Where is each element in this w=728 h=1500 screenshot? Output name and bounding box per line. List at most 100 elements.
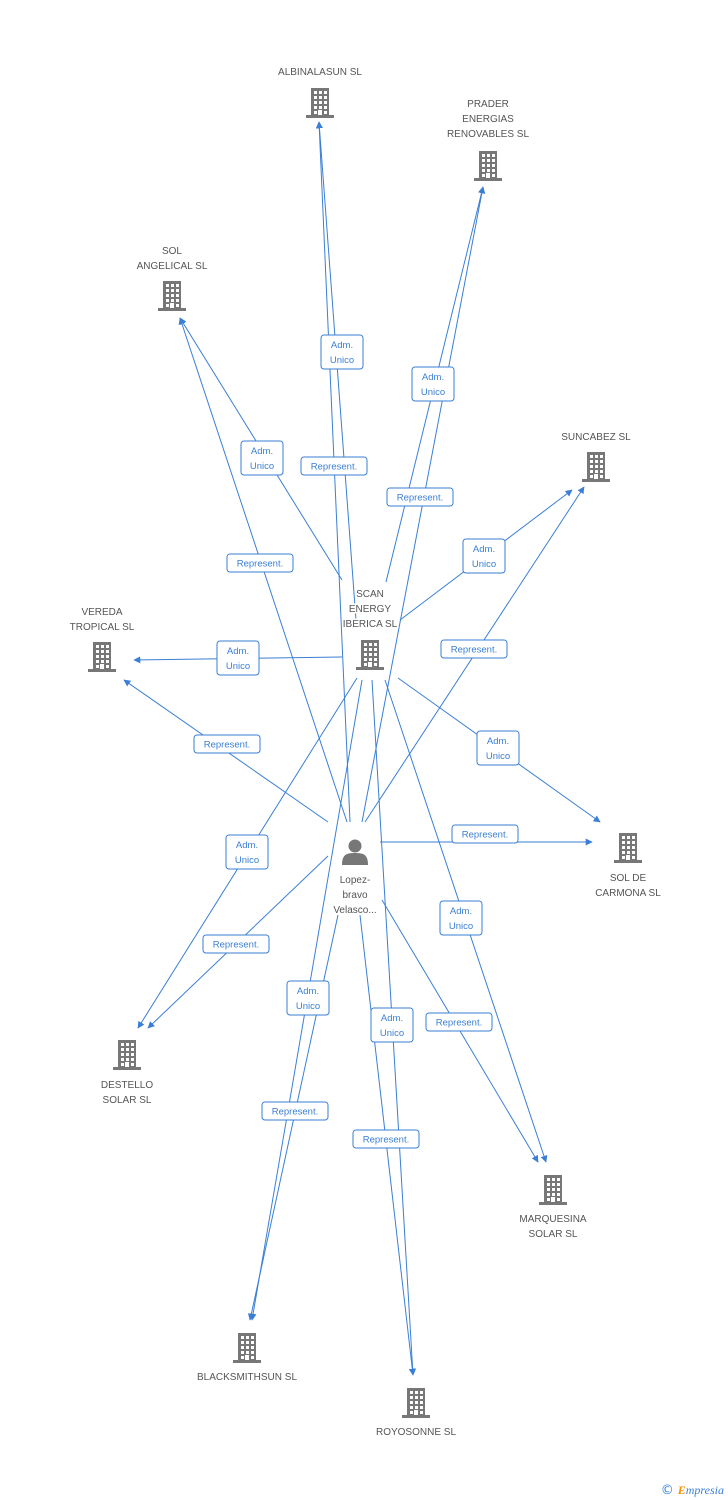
building-icon: [402, 1388, 430, 1418]
building-icon: [306, 88, 334, 118]
edge-label-text: Represent.: [237, 559, 283, 570]
node-label: ROYOSONNE SL: [376, 1427, 456, 1438]
brand-initial: E: [677, 1483, 686, 1497]
edge-label-text: Unico: [421, 387, 445, 398]
person-icon: [342, 839, 368, 865]
edge-label-lopez-to-sol_angelical[interactable]: Represent.: [226, 553, 294, 573]
edge-label-box: [300, 456, 368, 476]
node-label: IBERICA SL: [343, 619, 398, 630]
edge-label-scan-to-royosonne[interactable]: Adm.Unico: [370, 1007, 414, 1043]
building-icon: [88, 642, 116, 672]
edge-label-box: [451, 824, 519, 844]
edge-label-box: [476, 730, 520, 766]
edge-label-scan-to-blacksmithsun[interactable]: Adm.Unico: [286, 980, 330, 1016]
building-icon: [582, 452, 610, 482]
edge-label-text: Adm.: [450, 906, 472, 917]
edge-label-lopez-to-destello[interactable]: Represent.: [202, 934, 270, 954]
edge-label-box: [225, 834, 269, 870]
edge-label-text: Adm.: [381, 1013, 403, 1024]
node-label: SUNCABEZ SL: [561, 432, 631, 443]
edge-label-box: [352, 1129, 420, 1149]
edge-label-text: Represent.: [397, 493, 443, 504]
node-marquesina[interactable]: MARQUESINA SOLAR SL: [518, 1175, 588, 1242]
node-label: ANGELICAL SL: [137, 261, 208, 272]
edge-label-text: Unico: [472, 559, 496, 570]
edge-label-text: Represent.: [363, 1135, 409, 1146]
edge-label-lopez-to-suncabez[interactable]: Represent.: [440, 639, 508, 659]
edge-label-lopez-to-sol_carmona[interactable]: Represent.: [451, 824, 519, 844]
edge-label-text: Adm.: [236, 840, 258, 851]
edge-label-box: [439, 900, 483, 936]
edge-label-text: Represent.: [311, 462, 357, 473]
edge-label-text: Unico: [449, 921, 473, 932]
node-destello[interactable]: DESTELLO SOLAR SL: [99, 1040, 155, 1108]
edge-label-lopez-to-albinalasun[interactable]: Represent.: [300, 456, 368, 476]
node-label: SOL DE: [610, 873, 647, 884]
node-label: ENERGY: [349, 604, 392, 615]
node-label: RENOVABLES SL: [447, 129, 530, 140]
edge-label-lopez-to-prader[interactable]: Represent.: [386, 487, 454, 507]
edge-label-lopez-to-blacksmithsun[interactable]: Represent.: [261, 1101, 329, 1121]
edge-label-text: Unico: [226, 661, 250, 672]
edge-label-scan-to-albinalasun[interactable]: Adm.Unico: [320, 334, 364, 370]
node-albinalasun[interactable]: ALBINALASUN SL: [277, 66, 364, 118]
node-label: PRADER: [467, 99, 509, 110]
node-prader[interactable]: PRADER ENERGIAS RENOVABLES SL: [445, 98, 531, 181]
node-label: MARQUESINA: [519, 1214, 587, 1225]
edge-label-scan-to-destello[interactable]: Adm.Unico: [225, 834, 269, 870]
edge-label-box: [370, 1007, 414, 1043]
edge-label-text: Represent.: [272, 1107, 318, 1118]
edge-label-scan-to-sol_angelical[interactable]: Adm. Unico: [240, 440, 284, 476]
edge-label-box: [226, 553, 294, 573]
node-label: SOLAR SL: [529, 1229, 578, 1240]
node-suncabez[interactable]: SUNCABEZ SL: [560, 431, 633, 482]
node-blacksmithsun[interactable]: BLACKSMITHSUN SL: [195, 1333, 299, 1385]
edge-label-text: Adm.: [251, 446, 273, 457]
node-scan[interactable]: SCAN ENERGY IBERICA SL: [341, 588, 399, 670]
edge-scan-to-albinalasun: [315, 121, 357, 621]
node-label: bravo: [342, 890, 367, 901]
node-label: DESTELLO: [101, 1080, 153, 1091]
edge-label-text: Unico: [250, 461, 274, 472]
node-label: ALBINALASUN SL: [278, 67, 362, 78]
edge-label-lopez-to-royosonne[interactable]: Represent.: [352, 1129, 420, 1149]
edge-label-text: Represent.: [451, 645, 497, 656]
edge-label-lopez-to-marquesina[interactable]: Represent.: [425, 1012, 493, 1032]
edge-label-text: Represent.: [462, 830, 508, 841]
building-icon: [113, 1040, 141, 1070]
edge-label-scan-to-marquesina[interactable]: Adm. Unico: [439, 900, 483, 936]
edge-label-lopez-to-vereda[interactable]: Represent.: [193, 734, 261, 754]
edge-label-box: [386, 487, 454, 507]
node-label: Lopez-: [340, 875, 371, 886]
edge-label-box: [462, 538, 506, 574]
nodes-layer: ALBINALASUN SL PRADER ENERGIAS RENOVABLES S…: [68, 66, 663, 1440]
edge-label-text: Adm.: [422, 372, 444, 383]
edge-label-scan-to-vereda[interactable]: Adm. Unico: [216, 640, 260, 676]
building-icon: [356, 640, 384, 670]
copyright-icon: ©: [660, 1483, 674, 1498]
edge-label-box: [320, 334, 364, 370]
edge-label-text: Adm.: [227, 646, 249, 657]
footer-brand: ©Empresia: [661, 1483, 724, 1498]
edge-label-scan-to-prader[interactable]: Adm. Unico: [411, 366, 455, 402]
edge-label-text: Adm.: [487, 736, 509, 747]
building-icon: [539, 1175, 567, 1205]
building-icon: [158, 281, 186, 311]
node-lopez[interactable]: Lopez-bravoVelasco...: [332, 839, 378, 918]
node-royosonne[interactable]: ROYOSONNE SL: [374, 1388, 458, 1440]
edge-label-scan-to-sol_carmona[interactable]: Adm.Unico: [476, 730, 520, 766]
edge-label-box: [261, 1101, 329, 1121]
edge-label-text: Unico: [330, 355, 354, 366]
node-label: SOLAR SL: [103, 1095, 152, 1106]
node-label: SCAN: [356, 589, 384, 600]
edge-label-box: [240, 440, 284, 476]
brand-name: mpresia: [685, 1483, 724, 1497]
edge-label-scan-to-suncabez[interactable]: Adm.Unico: [462, 538, 506, 574]
edge-label-box: [193, 734, 261, 754]
edge-label-text: Represent.: [213, 940, 259, 951]
node-label: ENERGIAS: [462, 114, 514, 125]
